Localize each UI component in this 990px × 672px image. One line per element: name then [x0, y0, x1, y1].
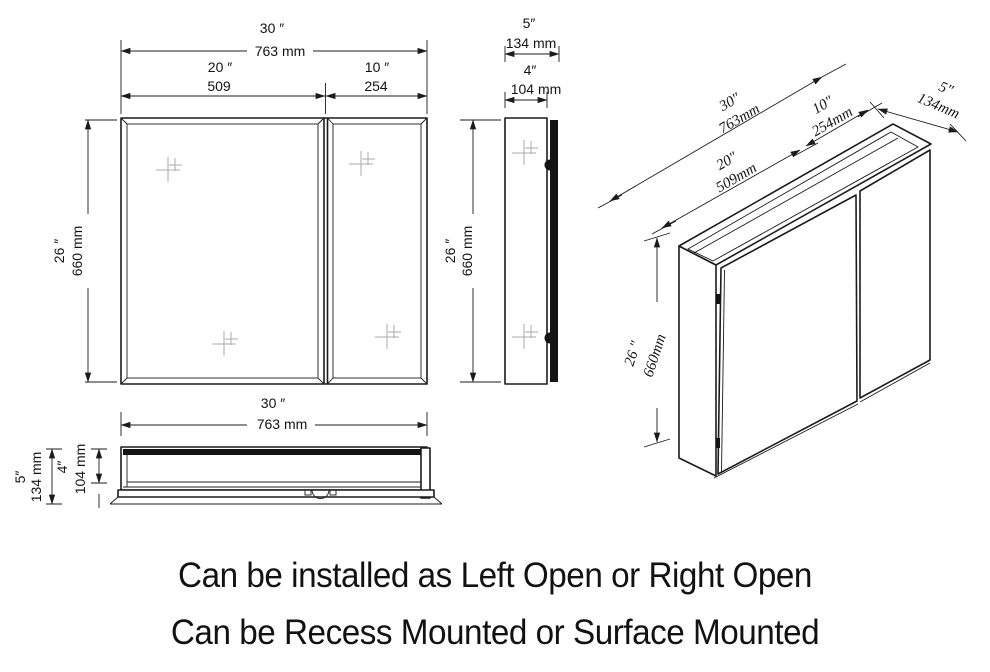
side-depth-mm-label: 134 mm	[506, 35, 557, 51]
bottom-box-in-label: 4″	[54, 461, 70, 474]
persp-depth-mm-label: 134mm	[915, 90, 962, 122]
dim-front-height: 26 ″ 660 mm	[51, 119, 96, 383]
side-view: 5″ 134 mm 4″ 104 mm 26 ″ 660 mm	[442, 15, 562, 385]
front-width-mm-label: 763 mm	[255, 43, 306, 59]
dim-side-box-depth: 4″ 104 mm	[504, 62, 562, 108]
caption-installation: Can be installed as Left Open or Right O…	[178, 556, 812, 595]
bottom-width-in-label: 30 ″	[261, 395, 285, 411]
perspective-view: 30″ 763mm 20″ 509mm 10″ 254mm	[597, 63, 967, 479]
dim-persp-height: 26 ″ 660mm	[622, 232, 672, 448]
front-view: 30 ″ 763 mm 20 ″ 509 10 ″ 254 26 ″ 660 m…	[51, 20, 428, 385]
hinge-top	[544, 159, 556, 171]
perspective-left-door	[717, 194, 858, 475]
bottom-door-catch	[311, 489, 330, 499]
front-right-in-label: 10 ″	[365, 59, 389, 75]
perspective-right-door	[859, 149, 931, 399]
front-right-mm-label: 254	[364, 78, 388, 94]
bottom-right-side-wall	[420, 447, 431, 499]
caption-mounting: Can be Recess Mounted or Surface Mounted	[170, 613, 820, 652]
side-door-edge	[550, 120, 558, 382]
front-right-door-mirror	[332, 123, 422, 379]
perspective-left-side	[678, 245, 717, 477]
front-left-door-mirror	[126, 123, 319, 379]
dim-side-height: 26 ″ 660 mm	[442, 119, 501, 383]
dim-bottom-width-total: 30 ″ 763 mm	[120, 395, 428, 436]
perspective-cabinet	[678, 123, 932, 479]
bottom-depth-mm-label: 134 mm	[28, 452, 44, 503]
persp-height-in-label: 26 ″	[622, 339, 645, 368]
hinge-mark-top	[716, 294, 720, 304]
bottom-door-section	[117, 489, 435, 498]
dim-front-right-door: 10 ″ 254	[325, 59, 428, 100]
front-left-mm-label: 509	[207, 78, 231, 94]
hinge-mark-bottom	[716, 438, 720, 448]
side-height-in-label: 26 ″	[442, 239, 458, 263]
bottom-box-mm-label: 104 mm	[72, 444, 88, 495]
bottom-view: 30 ″ 763 mm 5″ 134 mm 4″ 104 mm	[12, 395, 443, 508]
side-depth-in-label: 5″	[523, 15, 536, 31]
side-box-in-label: 4″	[524, 62, 537, 78]
dim-side-depth-total: 5″ 134 mm	[504, 15, 560, 62]
front-width-in-label: 30 ″	[260, 20, 284, 36]
bottom-depth-in-label: 5″	[12, 471, 28, 484]
side-cabinet-body	[504, 117, 558, 385]
side-box-mm-label: 104 mm	[511, 81, 562, 97]
dim-bottom-box-depth: 4″ 104 mm	[54, 444, 107, 508]
hinge-bottom	[544, 332, 556, 344]
bottom-cabinet-body	[109, 446, 443, 505]
front-height-mm-label: 660 mm	[69, 226, 85, 277]
dim-front-left-door: 20 ″ 509	[120, 59, 326, 100]
side-height-mm-label: 660 mm	[459, 226, 475, 277]
front-cabinet-body	[120, 117, 428, 385]
front-height-in-label: 26 ″	[51, 239, 67, 263]
bottom-back-wall	[123, 449, 425, 455]
front-left-in-label: 20 ″	[208, 59, 232, 75]
dim-bottom-depth-total: 5″ 134 mm	[12, 448, 62, 505]
dim-front-width-total: 30 ″ 763 mm	[120, 20, 428, 59]
persp-depth-in-label: 5″	[936, 79, 956, 99]
bottom-width-mm-label: 763 mm	[257, 416, 308, 432]
